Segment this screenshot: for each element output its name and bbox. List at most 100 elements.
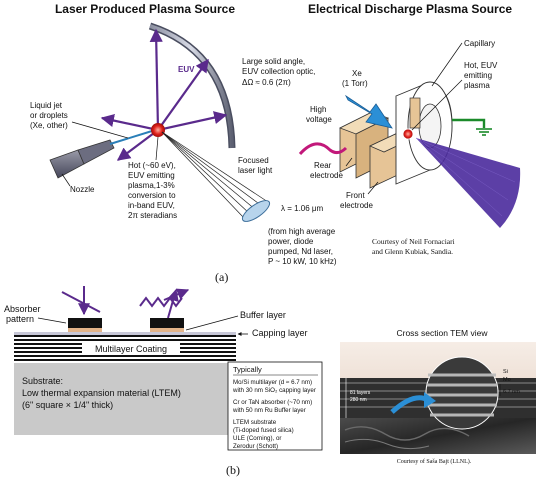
tem-period-label: 6.7 nm [503, 389, 520, 395]
buffer-pointer [185, 315, 239, 331]
typically-line8: Zerodur (Schott) [233, 443, 278, 450]
buffer-block-left [68, 328, 102, 332]
jet-label-line1: Liquid jet [30, 101, 63, 110]
buffer-block-right [150, 328, 184, 332]
xe-label-line2: (1 Torr) [342, 79, 368, 88]
typically-heading: Typically [233, 365, 262, 374]
plasma-label-line4: conversion to [128, 191, 176, 200]
rear-label-line2: electrode [310, 171, 343, 180]
nozzle [49, 139, 115, 179]
rear-pointer [345, 157, 353, 167]
typically-line7: ULE (Corning), or [233, 435, 282, 442]
hot-label-line2: emitting [464, 71, 492, 80]
capillary-label: Capillary [464, 39, 495, 48]
laser-label-line2: power, diode [268, 237, 314, 246]
tem-courtesy: Courtesy of Saša Bajt (LLNL). [397, 458, 472, 465]
multilayer-stack [14, 335, 236, 363]
optic-label-line2: EUV collection optic, [242, 67, 315, 76]
incident-euv-arrow [61, 286, 101, 316]
optic-label-line3: ΔΩ ≈ 0.6 (2π) [242, 78, 291, 87]
edp-section: Electrical Discharge Plasma Source [298, 2, 521, 256]
focused-label-line1: Focused [238, 156, 269, 165]
absorber-label-line1: Absorber [4, 304, 41, 314]
euv-rays [100, 28, 228, 161]
lpp-title: Laser Produced Plasma Source [55, 2, 235, 16]
laser-label-line4: P ~ 10 kW, 10 kHz) [268, 257, 337, 266]
typically-line5: LTEM substrate [233, 419, 277, 426]
absorber-label-line2: pattern [6, 314, 34, 324]
lpp-section: Laser Produced Plasma Source EUV Large s… [30, 2, 337, 266]
panel-b-label: (b) [226, 463, 240, 477]
buffer-label: Buffer layer [240, 310, 286, 320]
substrate-label-line3: (6" square × 1/4" thick) [22, 400, 113, 410]
capping-layer [14, 332, 236, 335]
euv-output-fan [416, 138, 521, 228]
edp-courtesy-line2: and Glenn Kubiak, Sandia. [372, 247, 453, 256]
panel-a-label: (a) [215, 270, 228, 284]
tem-layers-line1: 81 layers [350, 390, 371, 396]
hot-label-line3: plasma [464, 81, 490, 90]
plasma-label-line5: in-band EUV, [128, 201, 175, 210]
jet-label-line2: or droplets [30, 111, 68, 120]
xe-gas-arrow [344, 94, 393, 129]
plasma-label-line3: plasma,1-3% [128, 181, 175, 190]
reflected-euv-wave [139, 288, 190, 319]
absorber-pointer [37, 317, 67, 324]
tem-title: Cross section TEM view [396, 328, 488, 338]
rear-label-line1: Rear [314, 161, 332, 170]
laser-cone [161, 131, 269, 219]
typically-line3: Cr or TaN absorber (~70 nm) [233, 399, 312, 406]
wavelength-label: λ = 1.06 μm [281, 204, 324, 213]
jet-pointer [71, 121, 129, 139]
high-voltage-wire [298, 142, 348, 156]
absorber-block-right [150, 318, 184, 328]
plasma-spot [151, 123, 165, 137]
typically-line1: Mo/Si multilayer (d ≈ 6.7 nm) [233, 379, 312, 386]
plasma-pointer [155, 136, 159, 161]
laser-label-line3: pumped, Nd laser, [268, 247, 333, 256]
euv-label: EUV [178, 65, 195, 74]
tem-si-label: Si [503, 369, 508, 375]
front-pointer [367, 181, 379, 195]
ground-wire [452, 118, 486, 128]
front-label-line1: Front [346, 191, 365, 200]
nozzle-pointer [61, 173, 71, 187]
nozzle-label: Nozzle [70, 185, 95, 194]
typically-line6: (Ti-doped fused silica) [233, 427, 294, 434]
optic-label-line1: Large solid angle, [242, 57, 305, 66]
ground-symbol [476, 128, 492, 136]
capping-label: Capping layer [252, 328, 308, 338]
capillary-pointer [431, 42, 463, 87]
tem-zoom-circle [425, 356, 499, 430]
plasma-label-line6: 2π steradians [128, 211, 177, 220]
absorber-block-left [68, 318, 102, 328]
typically-line4: with 50 nm Ru Buffer layer [232, 407, 306, 414]
hot-label-line1: Hot, EUV [464, 61, 498, 70]
hv-label-line1: High [310, 105, 326, 114]
typically-box: Typically Mo/Si multilayer (d ≈ 6.7 nm) … [227, 361, 323, 451]
tem-mo-label: Mo [503, 377, 511, 383]
substrate-label-line2: Low thermal expansion material (LTEM) [22, 388, 181, 398]
front-label-line2: electrode [340, 201, 373, 210]
edp-courtesy-line1: Courtesy of Neil Fornaciari [372, 237, 455, 246]
laser-label-line1: (from high average [268, 227, 336, 236]
plasma-label-line2: EUV emitting [128, 171, 175, 180]
hot-pointer [411, 79, 463, 131]
focused-label-line2: laser light [238, 166, 273, 175]
mask-section: Multilayer Coating Substrate: Low therma… [4, 286, 536, 465]
xe-label-line1: Xe [352, 69, 362, 78]
edp-title: Electrical Discharge Plasma Source [308, 2, 512, 16]
tem-image: Cross section TEM view 81 layers 280 nm [340, 328, 536, 465]
substrate-block [14, 363, 236, 435]
discharge-plasma [402, 128, 414, 140]
jet-label-line3: (Xe, other) [30, 121, 68, 130]
tem-layers-line2: 280 nm [350, 397, 367, 403]
typically-line2: with 30 nm SiO₂ capping layer [232, 387, 316, 394]
liquid-jet [109, 130, 153, 145]
focusing-lens [241, 200, 271, 222]
hv-label-line2: voltage [306, 115, 332, 124]
plasma-label-line1: Hot (~60 eV), [128, 161, 176, 170]
multilayer-label: Multilayer Coating [95, 344, 167, 354]
substrate-label-line1: Substrate: [22, 376, 63, 386]
